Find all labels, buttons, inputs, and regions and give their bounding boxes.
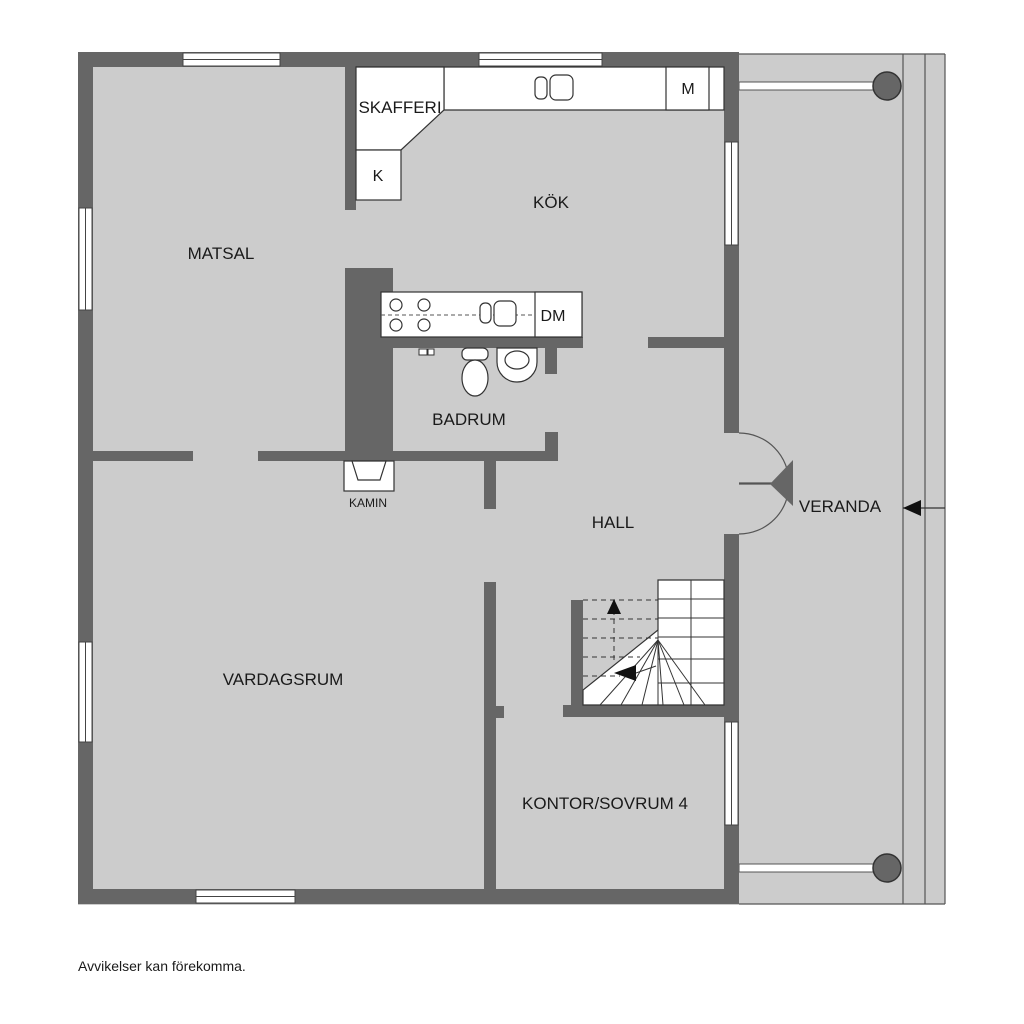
staircase bbox=[582, 579, 725, 706]
dishwasher bbox=[534, 291, 583, 338]
washbasin-icon bbox=[496, 347, 538, 383]
room-label-veranda: VERANDA bbox=[799, 497, 882, 516]
faucet-icon bbox=[418, 348, 435, 356]
fireplace bbox=[343, 460, 395, 492]
door-step-icon bbox=[770, 460, 793, 506]
microwave bbox=[665, 66, 710, 111]
veranda-post bbox=[872, 71, 902, 101]
room-label-kok: KÖK bbox=[533, 193, 570, 212]
room-label-matsal: MATSAL bbox=[188, 244, 255, 263]
island-sink-icon bbox=[479, 300, 517, 327]
kitchen-counter-top bbox=[356, 66, 725, 111]
windows bbox=[78, 52, 739, 904]
stove-icon bbox=[389, 298, 431, 332]
entrance-arrow-icon bbox=[903, 500, 921, 516]
house-floor bbox=[78, 52, 739, 905]
veranda-deck bbox=[738, 53, 946, 905]
room-label-badrum: BADRUM bbox=[432, 410, 506, 429]
fixture-label-fridge: K bbox=[373, 168, 384, 185]
fixture-label-microwave: M bbox=[681, 81, 694, 98]
disclaimer-text: Avvikelser kan förekomma. bbox=[78, 958, 246, 974]
room-label-hall: HALL bbox=[592, 513, 635, 532]
fridge bbox=[355, 149, 402, 201]
fixture-label-dishwasher: DM bbox=[541, 308, 566, 325]
veranda-railing-top bbox=[738, 81, 888, 91]
room-label-skafferi: SKAFFERI bbox=[358, 98, 441, 117]
toilet-icon bbox=[461, 347, 489, 397]
pantry bbox=[355, 66, 445, 201]
veranda-railing-bottom bbox=[738, 863, 888, 873]
veranda-post bbox=[872, 853, 902, 883]
fixture-label-kamin: KAMIN bbox=[349, 496, 387, 510]
kitchen-island bbox=[380, 291, 583, 338]
sink-icon bbox=[534, 74, 574, 101]
stair-up-arrow-icon bbox=[607, 599, 621, 614]
room-label-vardagsrum: VARDAGSRUM bbox=[223, 670, 344, 689]
room-label-kontor: KONTOR/SOVRUM 4 bbox=[522, 794, 688, 813]
entrance-door bbox=[738, 432, 793, 535]
stair-direction-arrow-icon bbox=[614, 665, 636, 681]
